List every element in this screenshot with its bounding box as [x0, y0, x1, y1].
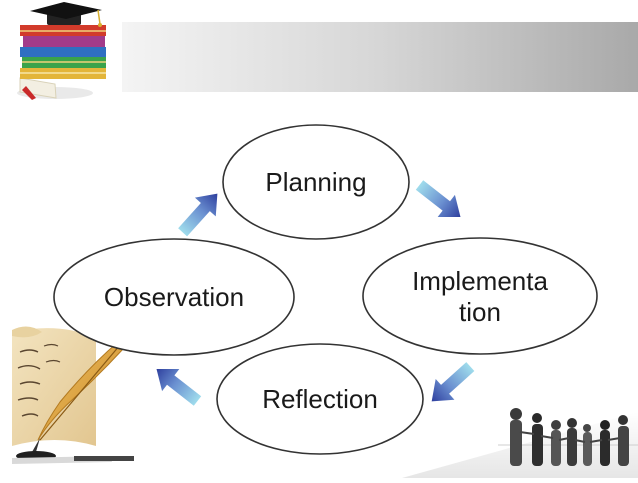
node-reflection	[216, 343, 424, 455]
header-banner	[122, 22, 638, 92]
books-graduation-cap-icon	[17, 2, 106, 100]
arrow-reflection-to-observation-icon	[147, 357, 207, 413]
arrow-observation-to-planning-icon	[172, 184, 228, 242]
node-planning	[222, 124, 410, 240]
arrow-implementation-to-reflection-icon	[422, 356, 480, 412]
arrow-planning-to-implementation-icon	[410, 173, 470, 229]
node-implementation	[362, 237, 598, 355]
business-people-photo	[402, 408, 638, 478]
quill-parchment-icon	[12, 326, 134, 464]
node-observation	[53, 238, 295, 356]
